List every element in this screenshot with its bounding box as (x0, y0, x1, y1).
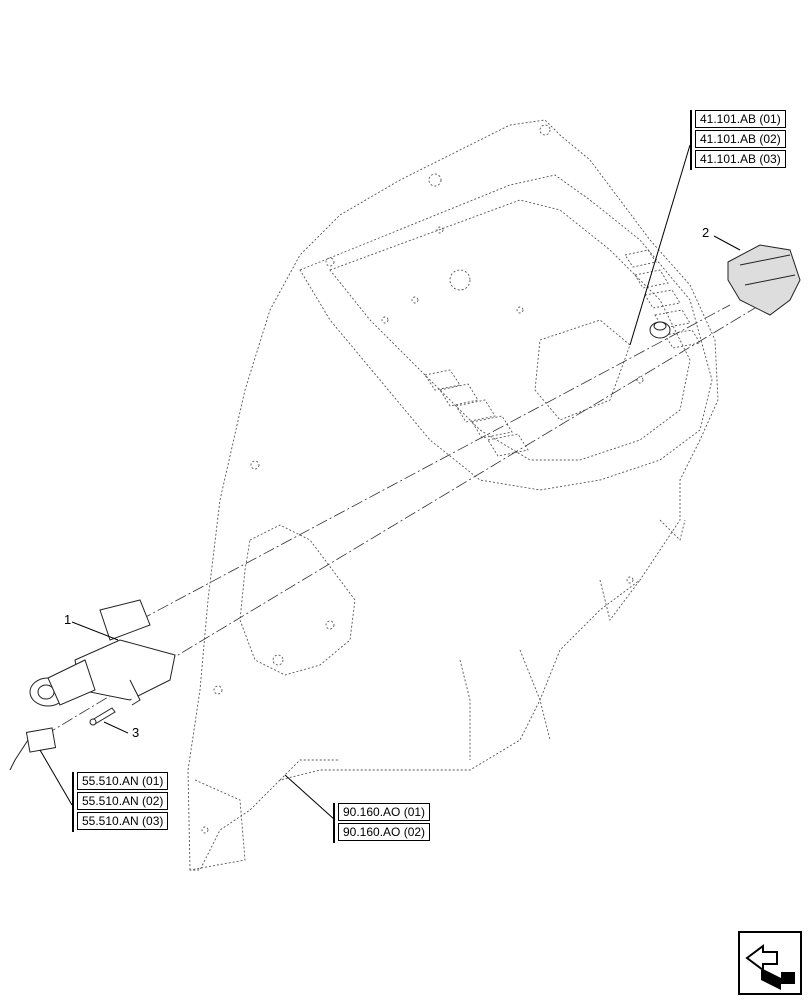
reference-link[interactable]: 55.510.AN (03) (77, 812, 169, 830)
joystick-part (29, 599, 176, 707)
reference-link[interactable]: 55.510.AN (01) (77, 772, 169, 790)
console-housing (187, 119, 719, 871)
reference-link[interactable]: 41.101.AB (03) (695, 150, 786, 168)
reference-link[interactable]: 55.510.AN (02) (77, 792, 169, 810)
axis-line-lower (44, 304, 761, 736)
reference-group-55510: 55.510.AN (01) 55.510.AN (02) 55.510.AN … (72, 772, 169, 832)
knob-part (649, 321, 671, 339)
reference-group-41101: 41.101.AB (01) 41.101.AB (02) 41.101.AB … (690, 110, 786, 170)
axis-line-upper (139, 304, 731, 621)
switch-slot (424, 369, 461, 391)
reference-group-90160: 90.160.AO (01) 90.160.AO (02) (333, 803, 431, 843)
leader-item1 (71, 621, 119, 641)
console-top-panel (299, 174, 713, 491)
leader-item2 (713, 235, 741, 251)
callout-item-2: 2 (702, 225, 710, 240)
connector-part (9, 727, 57, 771)
reference-link[interactable]: 90.160.AO (01) (338, 803, 431, 821)
reference-link[interactable]: 41.101.AB (01) (695, 110, 786, 128)
next-page-arrow-icon[interactable] (737, 930, 803, 996)
callout-item-1: 1 (64, 612, 72, 627)
bolt-part (89, 707, 116, 726)
callout-item-3: 3 (132, 725, 140, 740)
leader-41101 (629, 144, 691, 346)
leader-item3 (103, 721, 129, 734)
center-recess (534, 319, 631, 421)
leader-55510 (39, 749, 73, 806)
reference-link[interactable]: 41.101.AB (02) (695, 130, 786, 148)
leader-90160 (284, 774, 336, 821)
side-cutout (239, 524, 356, 676)
knob-cover-part (727, 244, 801, 316)
reference-link[interactable]: 90.160.AO (02) (338, 823, 431, 841)
